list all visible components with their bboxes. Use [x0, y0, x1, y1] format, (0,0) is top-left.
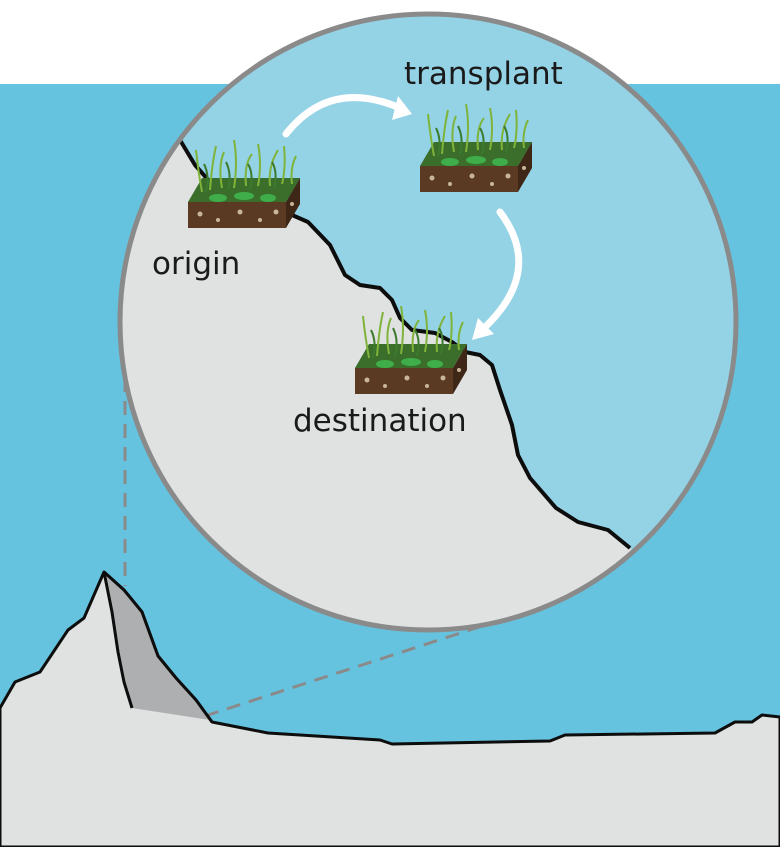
mountain-shadow-face	[104, 572, 210, 720]
curved-arrow-icon	[282, 94, 412, 138]
label-destination: destination	[293, 403, 467, 439]
grass-soil-plot-icon	[355, 305, 467, 394]
zoom-sky	[180, 14, 736, 630]
grass-soil-plot-icon	[420, 103, 532, 192]
curved-arrow-icon	[472, 208, 523, 340]
zoom-guide-right	[204, 624, 483, 718]
mountain-inner-ridge	[102, 571, 134, 709]
grass-soil-plot-icon	[188, 139, 300, 228]
zoom-circle-border	[117, 11, 739, 633]
label-transplant: transplant	[404, 56, 563, 92]
zoom-ridge-line	[178, 138, 632, 550]
label-origin: origin	[152, 246, 240, 282]
mountain-ridge-line	[102, 570, 214, 723]
